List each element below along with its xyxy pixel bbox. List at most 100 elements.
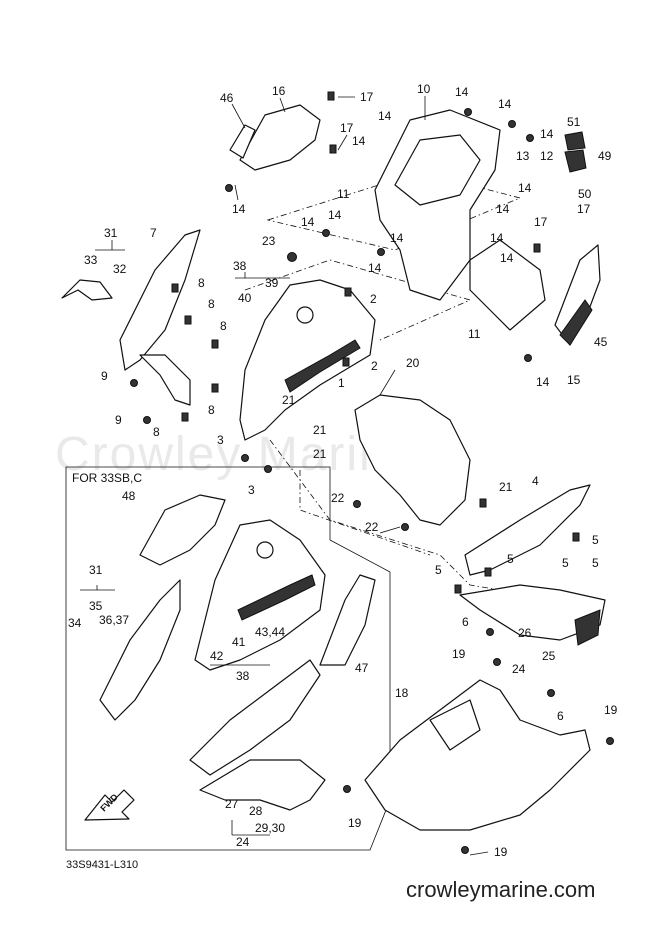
screw-icon <box>264 465 272 473</box>
screw-icon <box>241 454 249 462</box>
label-38: 38 <box>236 669 250 683</box>
fwd-arrow-icon: FWD <box>84 789 135 821</box>
part-18-floor-ridge <box>429 699 481 751</box>
part-7-bracket <box>139 354 191 406</box>
clip-icon <box>533 243 541 253</box>
label-17: 17 <box>577 202 591 216</box>
label-1: 1 <box>338 376 345 390</box>
part-inset-front-cover <box>194 519 326 671</box>
inset-title: FOR 33SB,C <box>72 471 142 485</box>
label-8: 8 <box>208 403 215 417</box>
leader-lines <box>80 96 489 856</box>
screw-icon <box>377 248 385 256</box>
label-26: 26 <box>518 626 532 640</box>
label-21: 21 <box>282 393 296 407</box>
label-17: 17 <box>534 215 548 229</box>
label-48: 48 <box>122 489 136 503</box>
part-15-trim <box>559 299 593 346</box>
part-inset-side-cover <box>189 659 321 776</box>
label-14: 14 <box>328 208 342 222</box>
label-24: 24 <box>512 662 526 676</box>
clip-icon <box>184 315 192 325</box>
label-8: 8 <box>208 297 215 311</box>
part-inset-emblem <box>256 541 274 559</box>
label-14: 14 <box>352 134 366 148</box>
inset-frame <box>65 466 391 851</box>
part-16-cover <box>239 104 321 171</box>
part-20-inner-panel <box>354 394 471 526</box>
screw-icon <box>524 354 532 362</box>
screw-icon <box>508 120 516 128</box>
part-47-cover <box>319 574 376 666</box>
label-47: 47 <box>355 661 369 675</box>
label-5: 5 <box>435 563 442 577</box>
label-5: 5 <box>562 556 569 570</box>
part-7-left-fairing <box>119 229 201 371</box>
label-46: 46 <box>220 91 234 105</box>
label-11: 11 <box>468 327 481 341</box>
label-13: 13 <box>516 149 530 163</box>
label-5: 5 <box>592 556 599 570</box>
clip-fasteners <box>171 91 580 594</box>
label-19: 19 <box>348 816 362 830</box>
label-35: 35 <box>89 599 103 613</box>
clip-icon <box>344 287 352 297</box>
label-8: 8 <box>220 319 227 333</box>
label-20: 20 <box>406 356 420 370</box>
label-9: 9 <box>101 369 108 383</box>
label-40: 40 <box>238 291 252 305</box>
part-33-decal <box>61 279 113 301</box>
part-1-front-cover <box>239 279 376 441</box>
label-5: 5 <box>507 552 514 566</box>
part-48-cover <box>139 494 226 566</box>
label-6: 6 <box>462 615 469 629</box>
screw-icon <box>353 500 361 508</box>
part-10-opening <box>394 134 481 206</box>
grommet-icon <box>287 252 297 262</box>
part-labels: 46 16 17 17 14 10 14 14 14 14 14 13 12 5… <box>68 82 618 859</box>
clip-icon <box>454 584 462 594</box>
part-49-decal <box>564 149 587 173</box>
label-25: 25 <box>542 649 556 663</box>
label-14: 14 <box>232 202 246 216</box>
screw-icon <box>143 416 151 424</box>
label-22: 22 <box>365 520 379 534</box>
label-14: 14 <box>378 109 392 123</box>
screw-icon <box>461 846 469 854</box>
label-45: 45 <box>594 335 608 349</box>
label-21: 21 <box>499 480 513 494</box>
label-14: 14 <box>390 231 404 245</box>
label-8: 8 <box>198 276 205 290</box>
label-15: 15 <box>567 373 581 387</box>
label-8: 8 <box>153 425 160 439</box>
label-9: 9 <box>115 413 122 427</box>
label-14: 14 <box>496 202 510 216</box>
label-17: 17 <box>360 90 374 104</box>
watermark-text: Crowley Marine <box>55 428 416 481</box>
label-3: 3 <box>217 433 224 447</box>
clip-icon <box>329 144 337 154</box>
label-11: 11 <box>337 187 350 201</box>
part-4-right-side-cover <box>464 484 591 576</box>
label-42: 42 <box>210 649 224 663</box>
label-14: 14 <box>301 215 315 229</box>
label-14: 14 <box>500 251 514 265</box>
label-6: 6 <box>557 709 564 723</box>
part-25-reflector <box>574 609 601 646</box>
label-43-44: 43,44 <box>255 625 285 639</box>
label-31: 31 <box>104 226 118 240</box>
label-39: 39 <box>265 276 279 290</box>
part-inset-stripe <box>237 574 316 621</box>
part-inset-left-fairing <box>99 579 181 721</box>
label-32: 32 <box>113 262 127 276</box>
label-2: 2 <box>371 359 378 373</box>
label-21: 21 <box>313 423 327 437</box>
label-14: 14 <box>490 231 504 245</box>
label-19: 19 <box>604 703 618 717</box>
part-18-undercover <box>364 679 591 831</box>
clip-icon <box>327 91 335 101</box>
label-34: 34 <box>68 616 82 630</box>
diagram-code: 33S9431-L310 <box>66 859 138 871</box>
label-38: 38 <box>233 259 247 273</box>
label-14: 14 <box>536 375 550 389</box>
